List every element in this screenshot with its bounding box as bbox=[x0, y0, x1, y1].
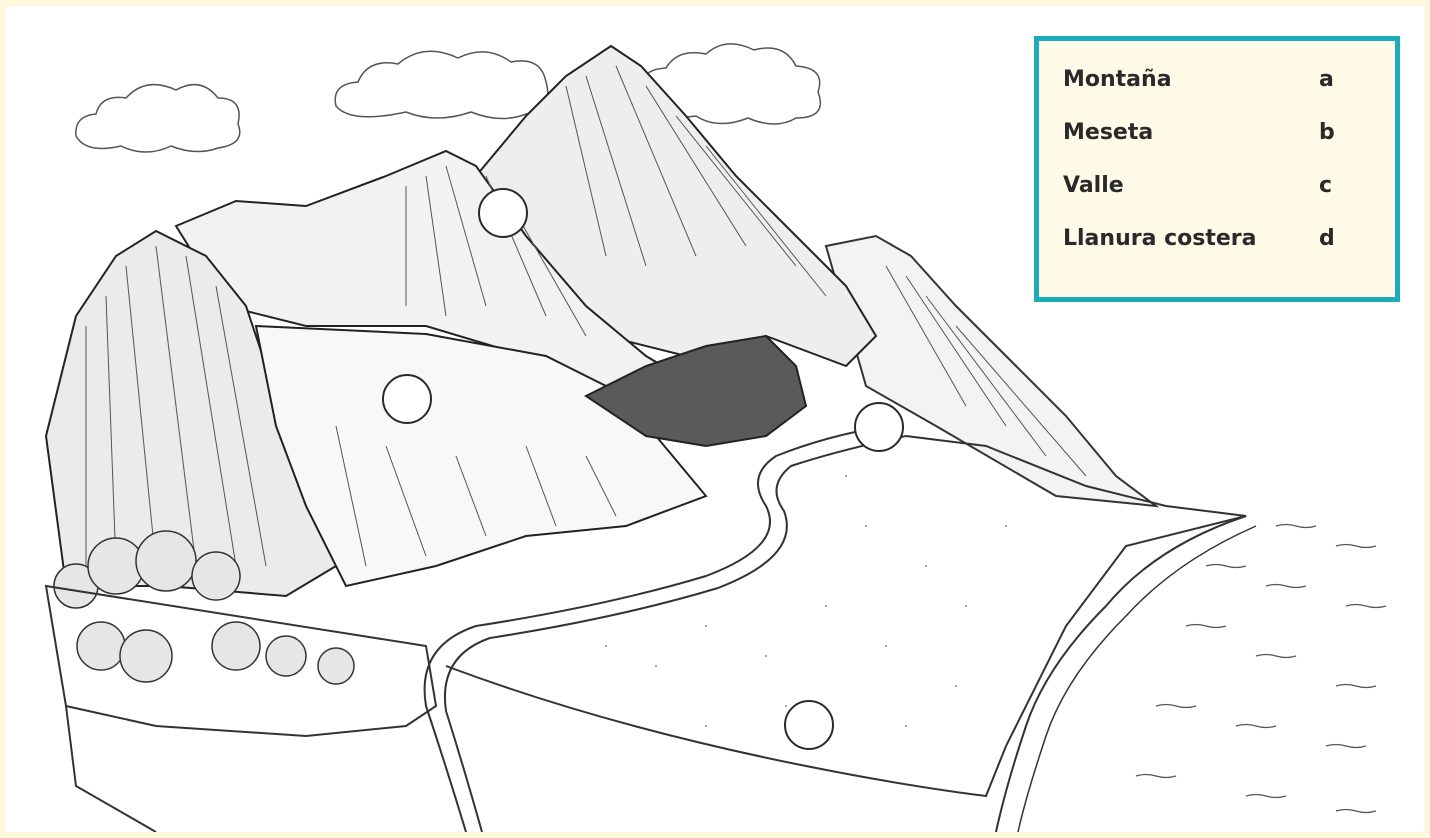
legend-row: Montaña a bbox=[1063, 60, 1373, 100]
tree-cluster bbox=[53, 530, 355, 685]
plateau-block bbox=[254, 324, 708, 588]
legend-letter: a bbox=[1319, 67, 1334, 92]
legend-row: Llanura costera d bbox=[1063, 219, 1373, 259]
legend-term: Valle bbox=[1063, 173, 1124, 198]
legend-letter: c bbox=[1319, 173, 1333, 198]
river bbox=[423, 425, 887, 832]
legend-row: Meseta b bbox=[1063, 113, 1373, 153]
plain-stipple bbox=[605, 475, 1007, 727]
legend-letter: b bbox=[1319, 120, 1335, 145]
mountain-left-peak bbox=[174, 149, 699, 398]
coastal-plain bbox=[445, 435, 1247, 798]
legend-row: Valle c bbox=[1063, 166, 1373, 206]
marker-mountain-peak[interactable] bbox=[478, 188, 528, 238]
marker-valley[interactable] bbox=[854, 402, 904, 452]
marker-plateau[interactable] bbox=[382, 374, 432, 424]
legend-letter: d bbox=[1319, 226, 1335, 251]
legend-box: Montaña a Meseta b Valle c Llanura coste… bbox=[1034, 36, 1400, 302]
cloud-center bbox=[334, 50, 549, 120]
worksheet-frame: Montaña a Meseta b Valle c Llanura coste… bbox=[6, 6, 1424, 832]
dark-hill bbox=[584, 334, 808, 448]
sea-waves bbox=[1135, 523, 1387, 814]
marker-coastal-plain[interactable] bbox=[784, 700, 834, 750]
left-ledge bbox=[44, 584, 438, 738]
legend-term: Meseta bbox=[1063, 120, 1154, 145]
mountain-far-right bbox=[824, 234, 1160, 508]
legend-term: Montaña bbox=[1063, 67, 1172, 92]
cloud-right bbox=[642, 43, 822, 125]
mountain-main bbox=[474, 44, 878, 368]
cloud-left bbox=[75, 83, 241, 153]
legend-term: Llanura costera bbox=[1063, 226, 1257, 251]
shoreline bbox=[995, 515, 1247, 832]
landscape-illustration bbox=[44, 43, 1387, 832]
